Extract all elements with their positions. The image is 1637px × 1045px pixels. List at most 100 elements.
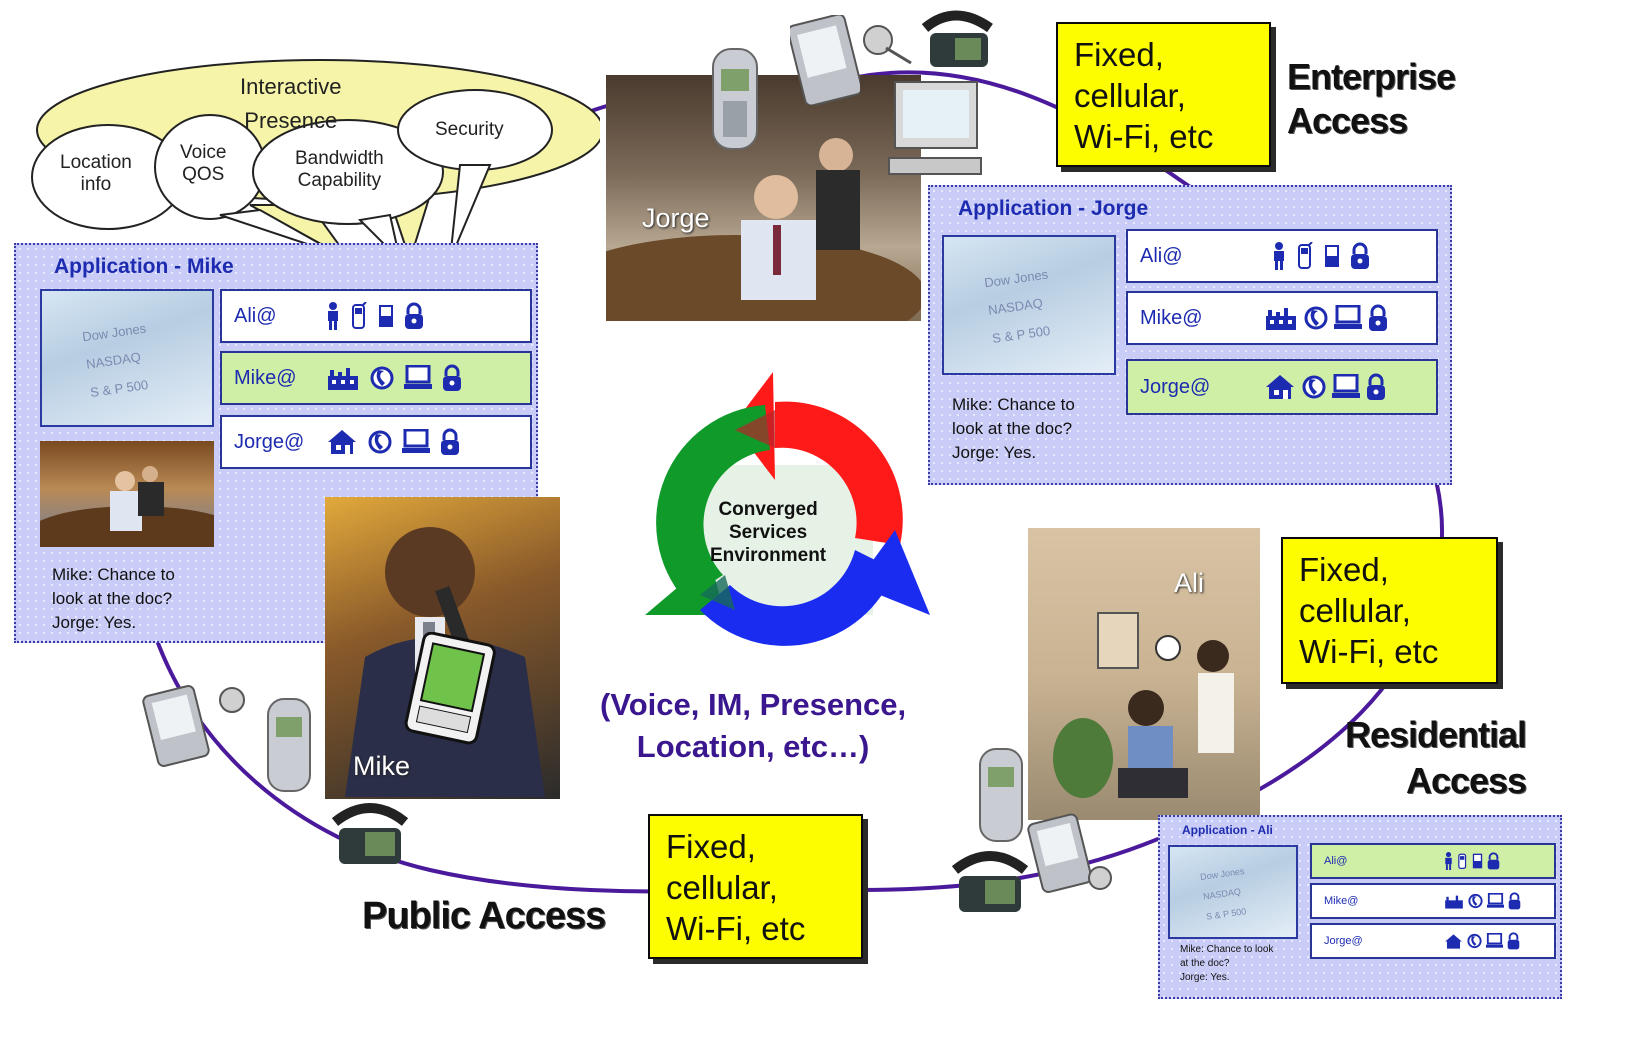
connection-ring <box>148 70 1444 894</box>
enterprise-label-line1: Enterprise <box>1287 56 1456 97</box>
box-line: Wi-Fi, etc <box>1299 633 1439 670</box>
phone-icon <box>1302 375 1326 399</box>
chat-line: Jorge: Yes. <box>1180 972 1230 983</box>
enterprise-label-line2: Access <box>1287 100 1408 141</box>
jorge-photo: Jorge <box>606 75 921 321</box>
chat-line: Mike: Chance to look <box>1180 944 1274 955</box>
computer-icon <box>1334 305 1362 329</box>
app-jorge-screen: Dow Jones NASDAQ S & P 500 <box>942 235 1116 375</box>
app-jorge-chat: Mike: Chance to look at the doc? Jorge: … <box>952 393 1075 465</box>
computer-icon <box>1487 893 1504 908</box>
screen-line: NASDAQ <box>987 295 1044 318</box>
bubble-location-line2: info <box>80 174 112 195</box>
screen-line: Dow Jones <box>1199 865 1246 883</box>
bubble-main-line2: Presence <box>244 108 338 133</box>
box-line: Fixed, <box>1299 551 1389 588</box>
computer-icon <box>1486 933 1503 948</box>
app-jorge-row-mike[interactable]: Mike@ <box>1126 291 1438 345</box>
house-icon <box>1445 933 1462 949</box>
residential-access-label: Residential Access <box>1345 712 1527 804</box>
lock-icon <box>1367 373 1385 400</box>
cellphone-icon <box>1458 853 1467 869</box>
lock-icon <box>1369 304 1387 331</box>
pda-icon <box>1472 853 1483 869</box>
contact-name: Mike@ <box>1140 306 1203 329</box>
residential-label-line1: Residential <box>1345 714 1527 755</box>
app-mike-row-ali[interactable]: Ali@ <box>220 289 532 343</box>
cse-line3: Environment <box>710 545 827 566</box>
bubble-bandwidth-line1: Bandwidth <box>295 148 384 169</box>
chat-line: Mike: Chance to <box>52 565 175 584</box>
pda-icon <box>379 305 393 327</box>
headset-device-icon <box>863 25 912 65</box>
phone-icon <box>1467 933 1482 949</box>
enterprise-access-label: Enterprise Access <box>1287 55 1456 143</box>
converged-services-label: Converged Services Environment <box>710 498 826 567</box>
cellphone-device-icon <box>712 48 758 150</box>
mike-photo: Mike <box>325 497 560 799</box>
screen-line: S & P 500 <box>991 323 1052 346</box>
app-ali-title: Application - Ali <box>1182 823 1273 837</box>
bubble-bandwidth: Bandwidth Capability <box>295 148 384 192</box>
app-jorge-row-ali[interactable]: Ali@ <box>1126 229 1438 283</box>
presence-bubble-cloud <box>31 59 600 264</box>
ali-photo: Ali <box>1028 528 1260 820</box>
box-line: cellular, <box>1074 77 1186 114</box>
app-ali-row-jorge[interactable]: Jorge@ <box>1310 923 1556 959</box>
office-icon <box>1266 308 1296 330</box>
desk-phone-device-icon <box>921 10 993 67</box>
phone-icon <box>1304 306 1328 330</box>
box-line: Wi-Fi, etc <box>1074 118 1214 155</box>
app-ali-row-mike[interactable]: Mike@ <box>1310 883 1556 919</box>
contact-name: Jorge@ <box>1324 935 1363 947</box>
bubble-main-line1: Interactive <box>240 74 342 99</box>
bubble-location-line1: Location <box>60 152 132 173</box>
app-jorge-row-jorge[interactable]: Jorge@ <box>1126 359 1438 415</box>
computer-icon <box>402 429 430 453</box>
lock-icon <box>1351 242 1369 269</box>
screen-line: Dow Jones <box>983 266 1050 291</box>
lock-icon <box>1507 932 1520 950</box>
contact-name: Mike@ <box>1324 895 1359 907</box>
app-mike-chat: Mike: Chance to look at the doc? Jorge: … <box>52 563 175 635</box>
app-mike-video-thumbnail <box>40 441 214 547</box>
person-icon <box>1445 852 1452 870</box>
app-mike-row-jorge[interactable]: Jorge@ <box>220 415 532 469</box>
app-ali-row-ali[interactable]: Ali@ <box>1310 843 1556 879</box>
house-icon <box>1266 375 1294 399</box>
chat-line: look at the doc? <box>52 589 173 608</box>
app-ali-screen: Dow Jones NASDAQ S & P 500 <box>1168 845 1298 939</box>
screen-line: NASDAQ <box>1202 886 1242 902</box>
pda-icon <box>1325 245 1339 267</box>
bubble-interactive-presence: Interactive Presence <box>240 70 342 138</box>
bubble-bandwidth-line2: Capability <box>297 170 382 191</box>
contact-name: Jorge@ <box>1140 375 1211 398</box>
box-line: cellular, <box>666 869 778 906</box>
box-line: cellular, <box>1299 592 1411 629</box>
screen-line: Dow Jones <box>81 320 148 345</box>
bubble-voice-line2: QOS <box>182 164 225 185</box>
app-mike-screen: Dow Jones NASDAQ S & P 500 <box>40 289 214 427</box>
chat-line: Jorge: Yes. <box>52 613 137 632</box>
converged-services-cycle <box>645 372 930 646</box>
computer-icon <box>404 365 432 389</box>
lock-icon <box>405 302 423 329</box>
box-line: Fixed, <box>1074 36 1164 73</box>
house-icon <box>328 430 356 454</box>
chat-line: Jorge: Yes. <box>952 443 1037 462</box>
pda-device-icon <box>404 632 496 745</box>
chat-line: at the doc? <box>1180 958 1230 969</box>
screen-line: S & P 500 <box>89 377 150 400</box>
cellphone-icon <box>352 302 367 329</box>
pda-device-icon <box>142 685 245 767</box>
caption-line1: (Voice, IM, Presence, <box>600 687 907 722</box>
app-jorge-panel: Application - Jorge Dow Jones NASDAQ S &… <box>928 185 1452 485</box>
public-access-box: Fixed, cellular, Wi-Fi, etc <box>648 814 863 959</box>
app-mike-panel: Application - Mike Dow Jones NASDAQ S & … <box>14 243 538 643</box>
contact-name: Mike@ <box>234 366 297 389</box>
app-mike-row-mike[interactable]: Mike@ <box>220 351 532 405</box>
box-line: Wi-Fi, etc <box>666 910 806 947</box>
mike-photo-label: Mike <box>353 751 411 781</box>
cse-line1: Converged <box>718 499 818 520</box>
office-icon <box>328 368 358 390</box>
